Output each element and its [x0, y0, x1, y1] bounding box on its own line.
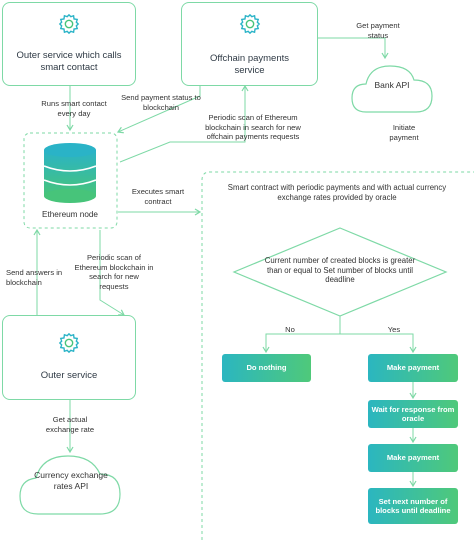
make-payment-node: Make payment [368, 354, 458, 382]
runs-smart-contact-label: Runs smart contact every day [41, 99, 107, 118]
offchain-service-box: Offchain payments service [181, 2, 318, 86]
periodic-scan-requests-label: Periodic scan of Ethereum blockchain in … [74, 253, 154, 291]
contract-area-frame [201, 171, 474, 540]
do-nothing-node: Do nothing [222, 354, 311, 382]
no-label: No [285, 325, 295, 334]
connector-no-branch [262, 316, 341, 354]
database-icon [43, 143, 97, 203]
executes-smart-contract-label: Executes smart contract [131, 187, 185, 206]
get-payment-status-label: Get payment status [356, 21, 400, 40]
connector-get-payment-status [318, 37, 389, 60]
outer-service-calls-box: Outer service which calls smart contact [2, 2, 136, 86]
outer-service-box: Outer service [2, 315, 136, 400]
connector-send-payment-status [116, 86, 201, 134]
box-label: Offchain payments service [209, 53, 290, 76]
wait-oracle-node: Wait for response from oracle [368, 400, 458, 428]
cloud-icon [351, 65, 433, 113]
currency-api-label: Currency exchange rates API [34, 470, 108, 491]
periodic-scan-offchain-label: Periodic scan of Ethereum blockchain in … [205, 113, 301, 141]
connector-periodic-scan-offchain [119, 84, 249, 163]
cloud-icon [19, 455, 121, 515]
initiate-payment-label: Initiate payment [389, 123, 419, 142]
connector-periodic-scan-requests [99, 230, 125, 316]
send-answers-label: Send answers in blockchain [6, 268, 63, 287]
set-next-node: Set next number of blocks until deadline [368, 488, 458, 524]
gear-icon [58, 13, 80, 35]
decision-text: Current number of created blocks is grea… [264, 256, 416, 284]
contract-area-title: Smart contract with periodic payments an… [227, 183, 447, 202]
send-payment-status-label: Send payment status to blockchain [121, 93, 201, 112]
ethereum-node-frame [23, 132, 118, 229]
ethereum-node-label: Ethereum node [42, 210, 98, 219]
connector-yes-branch [340, 333, 417, 354]
make-payment-node: Make payment [368, 444, 458, 472]
gear-icon [58, 332, 80, 354]
box-label: Outer service [40, 370, 98, 381]
yes-label: Yes [387, 325, 401, 334]
gear-icon [239, 13, 261, 35]
box-label: Outer service which calls smart contact [16, 50, 122, 73]
get-actual-rate-label: Get actual exchange rate [45, 415, 95, 434]
bank-api-label: Bank API [374, 80, 410, 90]
